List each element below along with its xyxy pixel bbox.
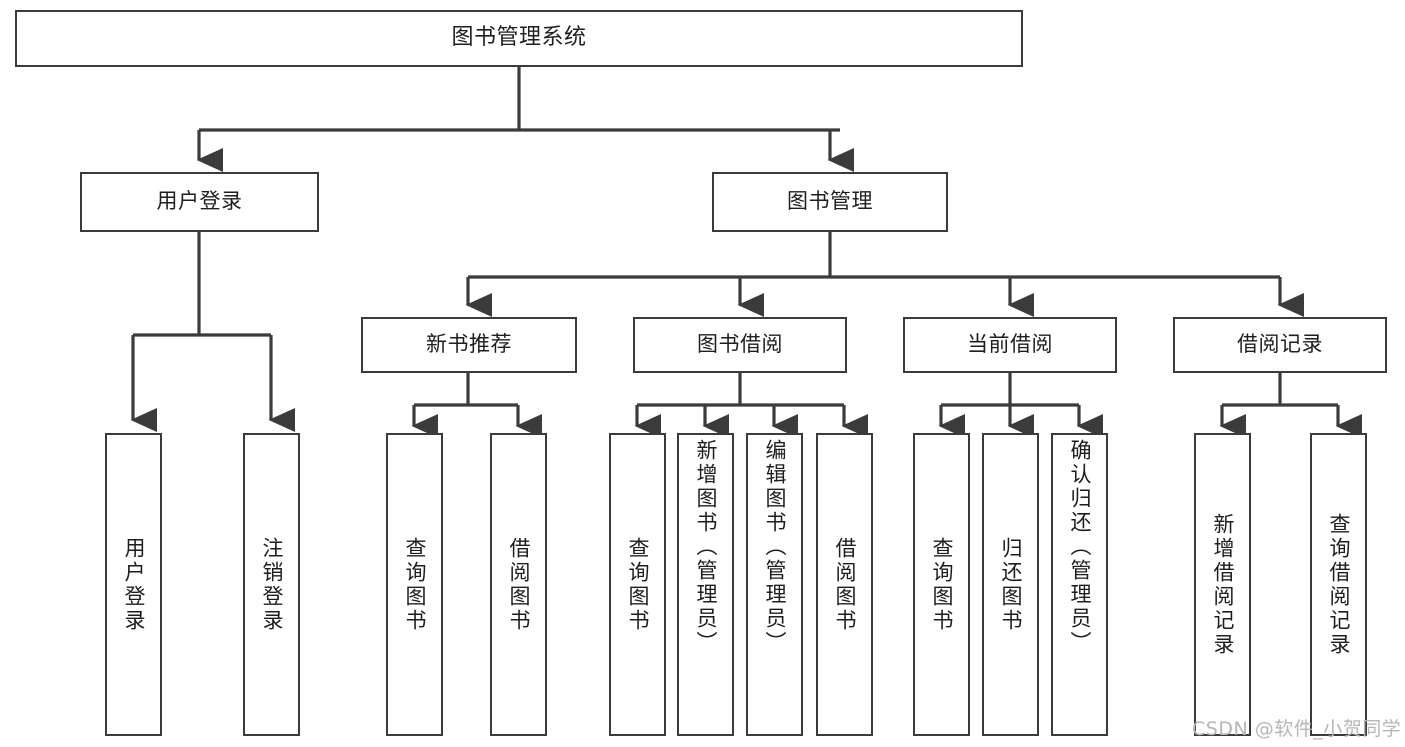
leaf-borrow-book[interactable]: 借阅图书 bbox=[816, 433, 873, 736]
leaf-add-borrow-record[interactable]: 新增借阅记录 bbox=[1194, 433, 1251, 736]
node-label: 借阅记录 bbox=[1237, 332, 1323, 357]
node-label: 图书管理 bbox=[787, 189, 873, 214]
node-borrow-record[interactable]: 借阅记录 bbox=[1173, 317, 1387, 373]
leaf-query-book-rec[interactable]: 查询图书 bbox=[386, 433, 443, 736]
leaf-user-login[interactable]: 用户登录 bbox=[105, 433, 162, 736]
node-label: 编辑图书（管理员） bbox=[763, 439, 787, 655]
node-label: 查询借阅记录 bbox=[1327, 512, 1351, 657]
node-current-borrow[interactable]: 当前借阅 bbox=[903, 317, 1117, 373]
node-book-management[interactable]: 图书管理 bbox=[712, 172, 948, 232]
leaf-query-borrow-record[interactable]: 查询借阅记录 bbox=[1310, 433, 1367, 736]
node-label: 归还图书 bbox=[999, 536, 1023, 633]
leaf-logout-login[interactable]: 注销登录 bbox=[243, 433, 300, 736]
node-label: 查询图书 bbox=[403, 536, 427, 633]
leaf-return-book[interactable]: 归还图书 bbox=[982, 433, 1039, 736]
leaf-borrow-book-rec[interactable]: 借阅图书 bbox=[490, 433, 547, 736]
node-label: 新增图书（管理员） bbox=[694, 439, 718, 655]
leaf-query-book-current[interactable]: 查询图书 bbox=[913, 433, 970, 736]
node-label: 新增借阅记录 bbox=[1211, 512, 1235, 657]
node-label: 当前借阅 bbox=[967, 332, 1053, 357]
node-root-system[interactable]: 图书管理系统 bbox=[15, 10, 1023, 67]
node-label: 图书借阅 bbox=[697, 332, 783, 357]
node-label: 查询图书 bbox=[626, 536, 650, 633]
node-label: 注销登录 bbox=[260, 536, 284, 633]
node-book-borrow[interactable]: 图书借阅 bbox=[633, 317, 847, 373]
watermark-text: CSDN @软件_小贺同学 bbox=[1192, 718, 1402, 740]
node-label: 用户登录 bbox=[156, 189, 243, 214]
node-label: 借阅图书 bbox=[507, 536, 531, 633]
node-label: 图书管理系统 bbox=[451, 25, 587, 51]
leaf-add-book-admin[interactable]: 新增图书（管理员） bbox=[677, 433, 734, 736]
leaf-edit-book-admin[interactable]: 编辑图书（管理员） bbox=[746, 433, 803, 736]
leaf-confirm-return-admin[interactable]: 确认归还（管理员） bbox=[1051, 433, 1108, 736]
node-user-login[interactable]: 用户登录 bbox=[80, 172, 319, 232]
node-label: 查询图书 bbox=[930, 536, 954, 633]
leaf-query-book-borrow[interactable]: 查询图书 bbox=[609, 433, 666, 736]
node-label: 确认归还（管理员） bbox=[1068, 439, 1092, 655]
node-new-book-recommend[interactable]: 新书推荐 bbox=[361, 317, 577, 373]
node-label: 借阅图书 bbox=[833, 536, 857, 633]
node-label: 新书推荐 bbox=[426, 332, 512, 357]
node-label: 用户登录 bbox=[122, 536, 146, 633]
